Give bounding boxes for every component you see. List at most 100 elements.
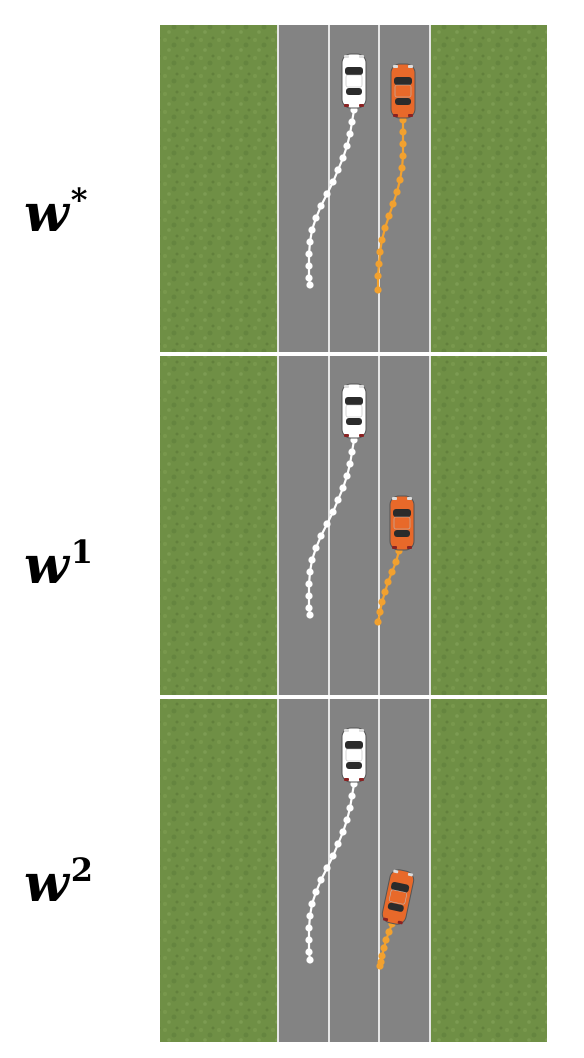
track-point — [378, 598, 386, 606]
lane-line — [277, 699, 279, 1042]
track-point — [329, 508, 337, 516]
track-point — [382, 936, 390, 944]
track-point — [339, 484, 347, 492]
track-point — [376, 608, 384, 616]
lane-line — [429, 699, 431, 1042]
track-point — [329, 178, 337, 186]
track-point — [398, 164, 406, 172]
label-w-2-superscript: 2 — [70, 851, 94, 889]
track-point — [306, 238, 314, 246]
white-car-trajectory — [305, 436, 358, 619]
track-point — [334, 496, 342, 504]
track-point — [343, 142, 351, 150]
track-point — [389, 200, 397, 208]
track-point — [305, 592, 313, 600]
lane-line — [378, 356, 380, 695]
track-point — [388, 568, 396, 576]
track-point — [323, 520, 331, 528]
white-car — [341, 727, 367, 783]
track-point — [317, 532, 325, 540]
label-w-2: w2 — [24, 854, 144, 910]
track-point — [381, 224, 389, 232]
track-point — [312, 214, 320, 222]
track-point — [308, 226, 316, 234]
track-point — [378, 952, 386, 960]
track-point — [376, 248, 384, 256]
track-point — [376, 962, 384, 970]
orange-car-trajectory — [376, 920, 396, 970]
track-point — [392, 558, 400, 566]
track-point — [374, 272, 382, 280]
track-point — [348, 792, 356, 800]
track-point — [305, 948, 313, 956]
track-point — [308, 556, 316, 564]
track-point — [329, 852, 337, 860]
track-point — [385, 928, 393, 936]
track-point — [317, 876, 325, 884]
lane-line — [277, 356, 279, 695]
track-point — [396, 176, 404, 184]
track-point — [308, 900, 316, 908]
lane-line — [429, 356, 431, 695]
label-w-1-base: w — [24, 535, 69, 596]
track-point — [374, 618, 382, 626]
track-point — [393, 188, 401, 196]
track-point — [346, 804, 354, 812]
track-point — [374, 286, 382, 294]
orange-car-trajectory — [374, 116, 407, 294]
track-point — [399, 140, 407, 148]
track-point — [346, 460, 354, 468]
white-car-trajectory — [305, 106, 358, 289]
orange-car — [389, 495, 415, 551]
track-point — [343, 816, 351, 824]
track-point — [378, 236, 386, 244]
track-point — [306, 956, 314, 964]
scene-panel-2 — [160, 356, 547, 695]
lane-line — [277, 25, 279, 352]
track-point — [334, 166, 342, 174]
track-point — [348, 118, 356, 126]
track-point — [305, 274, 313, 282]
track-point — [323, 864, 331, 872]
label-w-star-superscript: * — [70, 181, 88, 219]
white-car — [341, 53, 367, 109]
label-w-2-base: w — [24, 853, 69, 914]
scene-panel-3 — [160, 699, 547, 1042]
track-point — [399, 152, 407, 160]
track-point — [334, 840, 342, 848]
label-w-1-superscript: 1 — [70, 533, 94, 571]
track-point — [381, 588, 389, 596]
track-point — [348, 448, 356, 456]
track-point — [346, 130, 354, 138]
track-point — [375, 260, 383, 268]
track-point — [305, 580, 313, 588]
track-point — [323, 190, 331, 198]
track-point — [380, 944, 388, 952]
track-point — [384, 578, 392, 586]
track-point — [306, 281, 314, 289]
lane-line — [378, 699, 380, 1042]
track-point — [306, 568, 314, 576]
track-point — [305, 250, 313, 258]
track-point — [312, 544, 320, 552]
track-point — [305, 936, 313, 944]
lane-line — [378, 25, 380, 352]
lane-line — [429, 25, 431, 352]
track-point — [312, 888, 320, 896]
scene-panel-1 — [160, 25, 547, 352]
track-point — [306, 912, 314, 920]
label-w-1: w1 — [24, 536, 144, 592]
white-car — [341, 383, 367, 439]
orange-car — [390, 63, 416, 119]
track-point — [306, 611, 314, 619]
label-w-star: w* — [24, 184, 144, 240]
track-point — [339, 154, 347, 162]
track-point — [305, 262, 313, 270]
orange-car — [381, 869, 415, 925]
label-w-star-base: w — [24, 183, 69, 244]
track-point — [305, 604, 313, 612]
track-point — [305, 924, 313, 932]
track-point — [339, 828, 347, 836]
track-point — [317, 202, 325, 210]
